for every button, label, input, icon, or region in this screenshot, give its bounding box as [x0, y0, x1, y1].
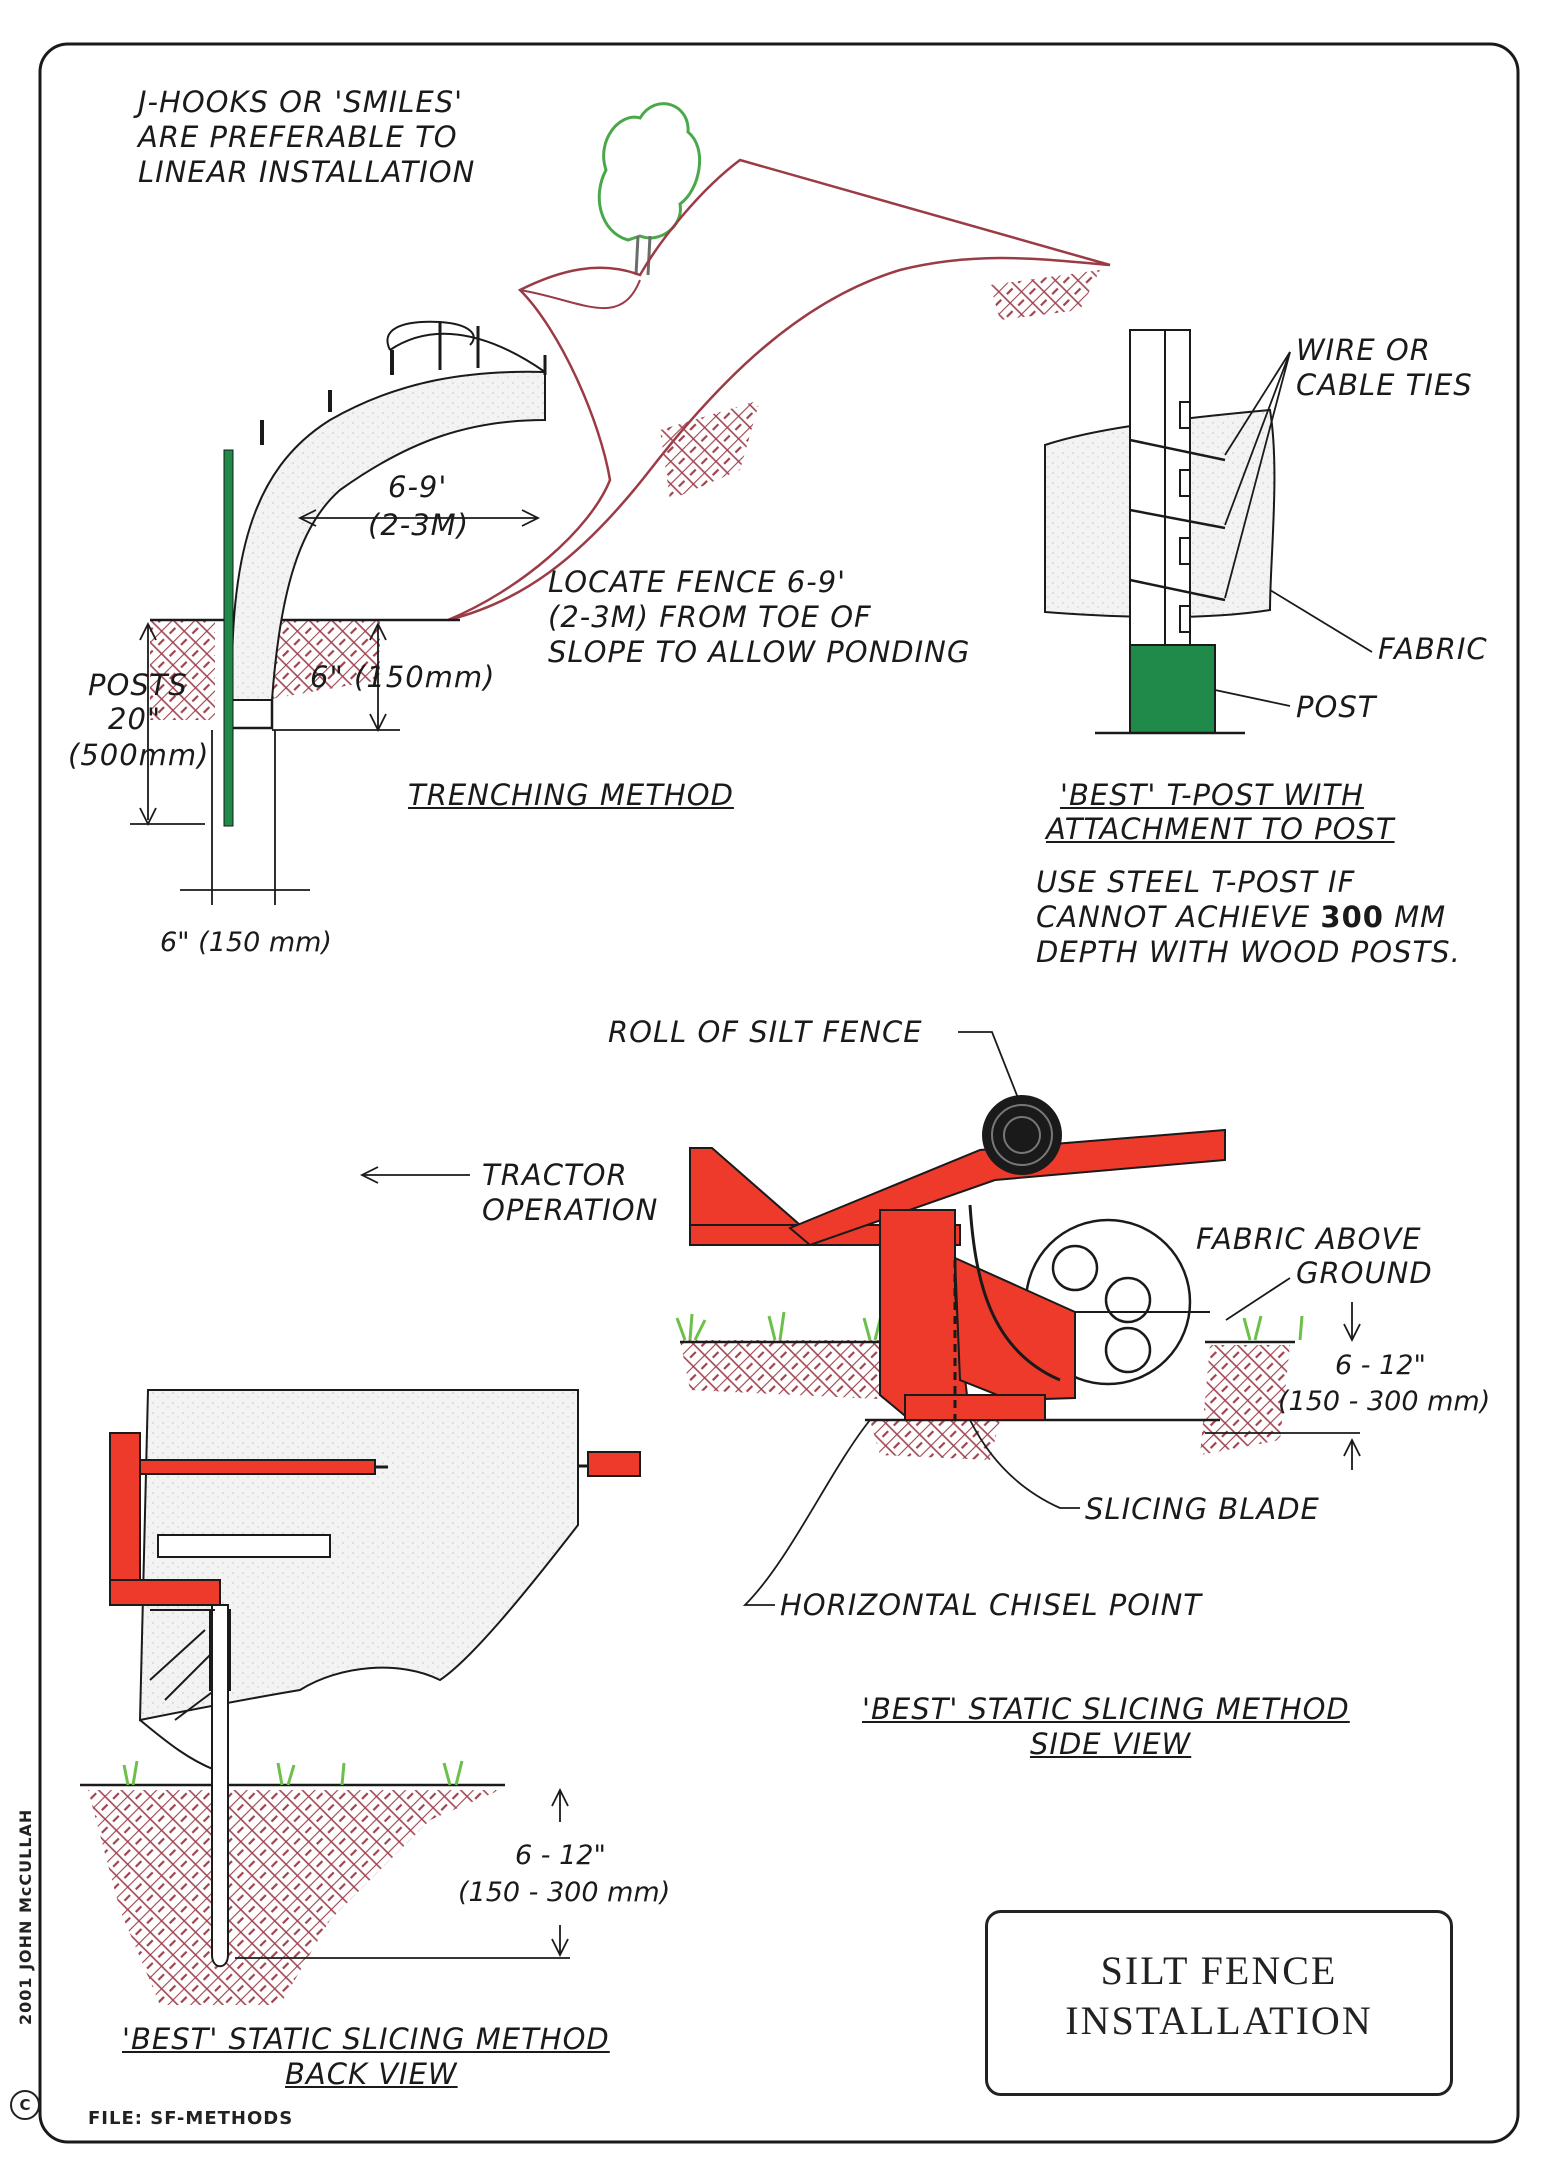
- back-caption-2: BACK VIEW: [285, 2057, 458, 2091]
- locate-note-3: SLOPE TO ALLOW PONDING: [548, 635, 971, 669]
- tpost-diagram: [1044, 329, 1373, 735]
- jhook-note-2: ARE PREFERABLE TO: [138, 120, 458, 154]
- posts-label-3: (500mm): [68, 738, 210, 772]
- sheet-frame: [38, 42, 1520, 2144]
- title-line-1: SILT FENCE: [1100, 1948, 1338, 1993]
- slicing-implement: [689, 1128, 1226, 1421]
- tpost-note-2: CANNOT ACHIEVE 300 MM: [1036, 900, 1446, 935]
- tpost-caption-2: ATTACHMENT TO POST: [1046, 812, 1395, 846]
- grass-icon: [675, 1311, 1304, 1341]
- roll-label: ROLL OF SILT FENCE: [608, 1015, 923, 1049]
- tpost-caption-1: 'BEST' T-POST WITH: [1060, 778, 1364, 812]
- tpost-buried: [1129, 644, 1216, 734]
- side-view-diagram: [359, 1031, 1361, 1606]
- spacing-label-1: 6-9': [388, 470, 448, 504]
- credit-text: 2001 JOHN McCULLAH: [16, 1808, 35, 2025]
- fabric-above-2: GROUND: [1296, 1256, 1433, 1290]
- back-caption-1: 'BEST' STATIC SLICING METHOD: [122, 2022, 610, 2056]
- trenching-caption: TRENCHING METHOD: [408, 778, 734, 812]
- tpost-note-2c: MM: [1394, 900, 1447, 934]
- locate-note-2: (2-3M) FROM TOE OF: [548, 600, 872, 634]
- jhook-note-3: LINEAR INSTALLATION: [138, 155, 476, 189]
- ties-label-1: WIRE OR: [1296, 333, 1431, 367]
- tree-icon: [597, 102, 702, 276]
- grass-icon-back: [122, 1760, 464, 1786]
- trench-width-label: 6" (150 mm): [160, 927, 332, 958]
- chisel-label: HORIZONTAL CHISEL POINT: [780, 1588, 1202, 1622]
- side-caption-1: 'BEST' STATIC SLICING METHOD: [862, 1692, 1350, 1726]
- posts-label-1: POSTS: [88, 668, 188, 702]
- side-depth-2: (150 - 300 mm): [1278, 1386, 1491, 1417]
- tpost-note-2a: CANNOT ACHIEVE: [1036, 900, 1311, 934]
- hillside: [447, 158, 1111, 622]
- tpost-note-1: USE STEEL T-POST IF: [1036, 865, 1356, 899]
- tpost-note-3: DEPTH WITH WOOD POSTS.: [1036, 935, 1461, 969]
- ties-label-2: CABLE TIES: [1296, 368, 1473, 402]
- title-block: SILT FENCE INSTALLATION: [985, 1910, 1453, 2096]
- locate-note-1: LOCATE FENCE 6-9': [548, 565, 847, 599]
- file-label: FILE: SF-METHODS: [88, 2108, 294, 2129]
- fabric-above-1: FABRIC ABOVE: [1196, 1222, 1422, 1256]
- back-view-diagram: [80, 1389, 641, 2005]
- posts-label-2: 20": [108, 702, 162, 736]
- back-depth-1: 6 - 12": [515, 1840, 606, 1871]
- trench-post: [223, 449, 234, 827]
- trench-depth-label: 6" (150mm): [310, 660, 496, 694]
- back-depth-2: (150 - 300 mm): [458, 1877, 671, 1908]
- slicing-blade-back: [211, 1604, 229, 1968]
- side-caption-2: SIDE VIEW: [1030, 1727, 1192, 1761]
- fabric-roll: [982, 1095, 1062, 1175]
- copyright-symbol: C: [10, 2090, 40, 2120]
- tractor-label-1: TRACTOR: [482, 1158, 628, 1192]
- post-label: POST: [1296, 690, 1377, 724]
- blade-label: SLICING BLADE: [1085, 1492, 1320, 1526]
- spacing-label-2: (2-3M): [368, 508, 470, 542]
- trenching-diagram: [130, 102, 1111, 905]
- side-depth-1: 6 - 12": [1335, 1350, 1426, 1381]
- fabric-label: FABRIC: [1378, 632, 1488, 666]
- tractor-label-2: OPERATION: [482, 1193, 659, 1227]
- title-line-2: INSTALLATION: [1065, 1998, 1373, 2043]
- tpost-note-2b: 300: [1320, 900, 1384, 934]
- jhook-note-1: J-HOOKS OR 'SMILES': [138, 85, 464, 119]
